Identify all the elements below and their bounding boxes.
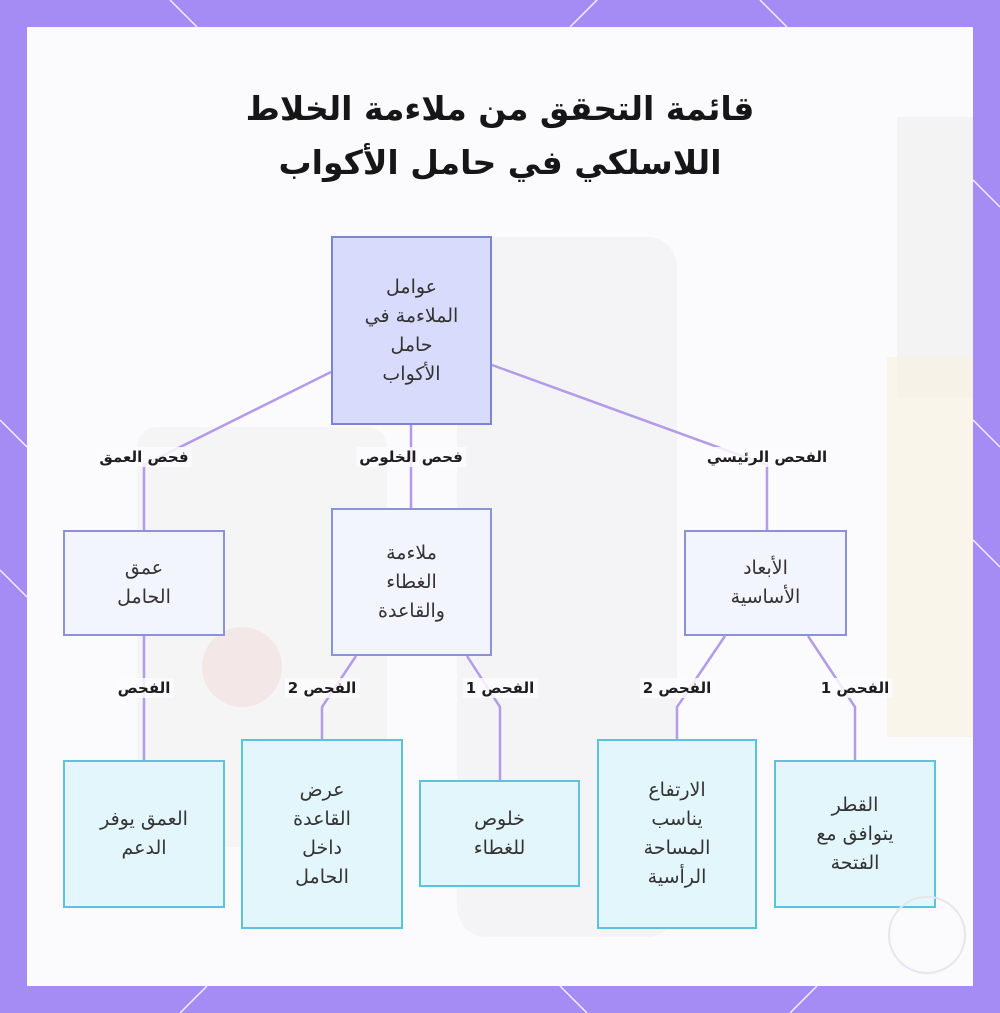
node-line: للغطاء	[473, 836, 526, 859]
diagram-title: قائمة التحقق من ملاءمة الخلاط اللاسلكي ف…	[200, 82, 800, 190]
edge-label-height-check: الفحص 2	[639, 678, 715, 698]
node-line: الدعم	[121, 837, 167, 859]
node-line: داخل	[302, 837, 342, 859]
node-line: الأبعاد	[743, 557, 788, 579]
node-diameter: القطر يتوافق مع الفتحة	[774, 760, 936, 908]
edge-label-depth-support-check: الفحص	[114, 678, 174, 698]
node-line: عرض	[299, 779, 345, 801]
node-holder-depth: عمق الحامل	[63, 530, 225, 636]
node-line: الحامل	[295, 866, 349, 888]
edge-label-main-check: الفحص الرئيسي	[703, 447, 831, 467]
edge-label-clearance-check: فحص الخلوص	[356, 447, 466, 467]
node-height: الارتفاع يناسب المساحة الرأسية	[597, 739, 757, 929]
node-base-width: عرض القاعدة داخل الحامل	[241, 739, 403, 929]
node-line: الارتفاع	[648, 779, 706, 801]
node-line: يتوافق مع	[816, 822, 894, 845]
connector-dimensions-diameter	[806, 635, 857, 760]
title-line-1: قائمة التحقق من ملاءمة الخلاط	[245, 89, 755, 128]
node-lid-base-fit: ملاءمة الغطاء والقاعدة	[331, 508, 492, 656]
node-line: الرأسية	[647, 866, 707, 888]
node-line: عمق	[124, 557, 164, 579]
node-lid-clearance: خلوص للغطاء	[419, 780, 580, 887]
node-line: الأساسية	[730, 586, 801, 608]
node-line: العمق يوفر	[100, 808, 188, 830]
node-line: الغطاء	[386, 570, 437, 593]
node-line: والقاعدة	[378, 599, 445, 622]
connector-clearance-lid_clearance	[465, 655, 502, 780]
node-line: الملاءمة في	[364, 304, 459, 327]
edge-label-lid-clearance-check: الفحص 1	[462, 678, 538, 698]
node-line: خلوص	[474, 807, 525, 830]
title-line-2: اللاسلكي في حامل الأكواب	[278, 143, 722, 182]
edge-label-depth-check: فحص العمق	[96, 447, 192, 467]
node-line: يناسب	[651, 808, 703, 830]
edge-label-base-width-check: الفحص 2	[284, 678, 360, 698]
node-line: الفتحة	[830, 851, 880, 874]
node-fit-factors: عوامل الملاءمة في حامل الأكواب	[331, 236, 492, 425]
node-basic-dimensions: الأبعاد الأساسية	[684, 530, 847, 636]
connector-dimensions-height	[675, 635, 727, 739]
node-line: الحامل	[117, 586, 171, 608]
node-line: المساحة	[643, 837, 711, 859]
node-line: القاعدة	[293, 808, 351, 830]
node-line: ملاءمة	[386, 541, 437, 564]
node-line: القطر	[831, 793, 879, 816]
node-line: حامل	[390, 333, 433, 356]
node-line: عوامل	[386, 275, 437, 298]
node-line: الأكواب	[382, 362, 441, 385]
node-depth-support: العمق يوفر الدعم	[63, 760, 225, 908]
connector-clearance-base_width	[320, 655, 358, 739]
edge-label-diameter-check: الفحص 1	[817, 678, 893, 698]
watermark-logo-icon	[888, 896, 966, 974]
